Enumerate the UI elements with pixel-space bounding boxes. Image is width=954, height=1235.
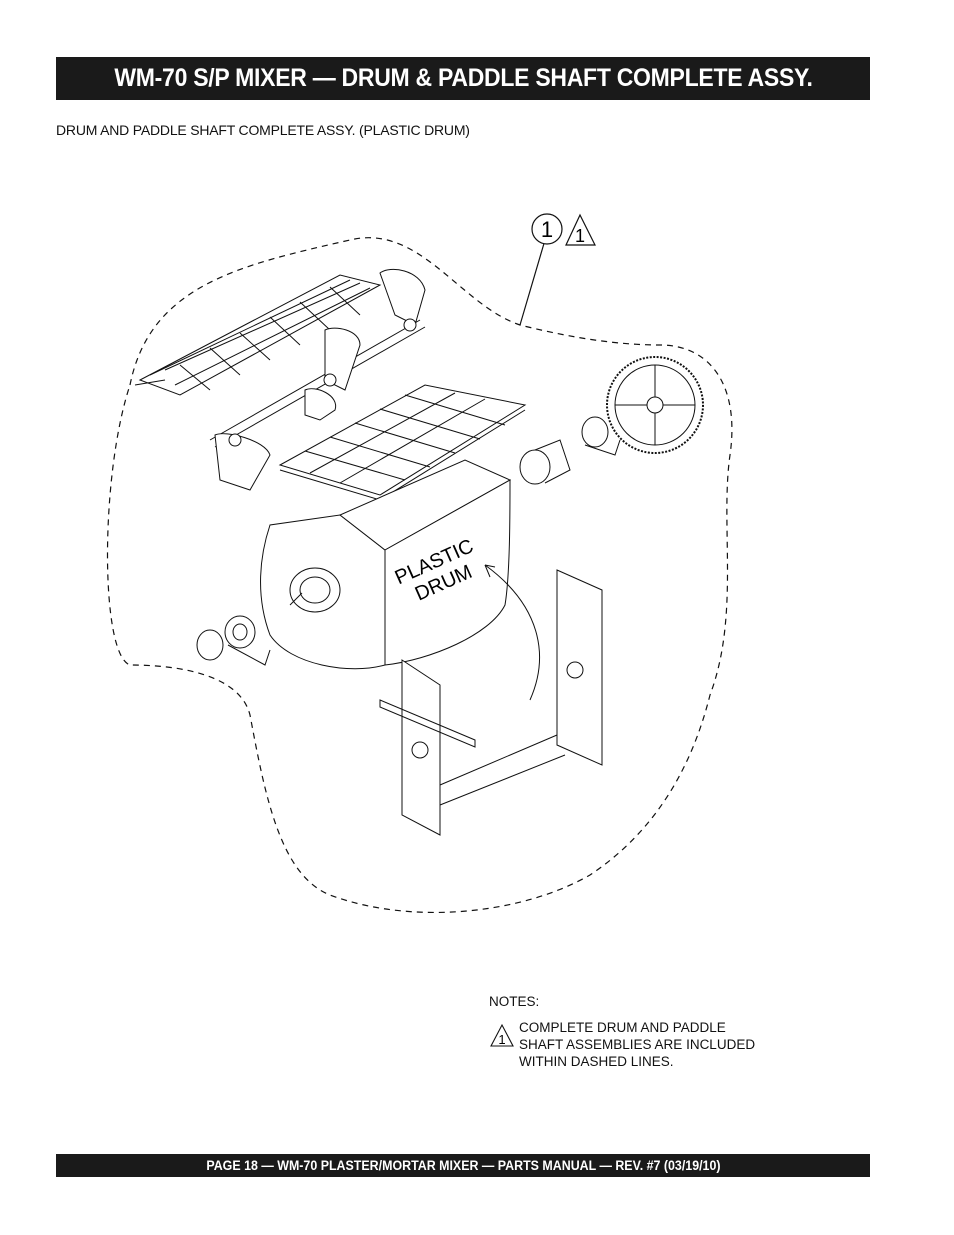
note-line: SHAFT ASSEMBLIES ARE INCLUDED [519,1037,756,1052]
mixer-stand [379,569,603,836]
page-footer-bar: PAGE 18 — WM-70 PLASTER/MORTAR MIXER — P… [56,1154,870,1177]
parts-diagram: 1 1 [106,213,733,914]
section-subtitle: DRUM AND PADDLE SHAFT COMPLETE ASSY. (PL… [56,122,470,138]
page-footer-text: PAGE 18 — WM-70 PLASTER/MORTAR MIXER — P… [205,1158,721,1173]
notes-heading: NOTES: [489,994,540,1009]
left-bearing [196,615,271,666]
note-ref-number: 1 [498,1032,505,1047]
note-line: COMPLETE DRUM AND PADDLE [519,1020,726,1035]
left-grate [134,274,382,396]
note-line: WITHIN DASHED LINES. [519,1054,674,1069]
callout-note-ref: 1 [575,226,585,246]
page-title: WM-70 S/P MIXER — DRUM & PADDLE SHAFT CO… [113,64,813,92]
drum [260,459,512,670]
drive-gear [606,356,704,454]
drum-arrow [484,564,541,701]
warning-triangle-icon: 1 [490,1023,514,1047]
page-header-bar: WM-70 S/P MIXER — DRUM & PADDLE SHAFT CO… [56,57,870,100]
callout-item-1: 1 1 [531,213,596,246]
note-text: COMPLETE DRUM AND PADDLE SHAFT ASSEMBLIE… [519,1019,755,1070]
note-item: 1 COMPLETE DRUM AND PADDLE SHAFT ASSEMBL… [489,1019,755,1070]
right-bearing [519,416,621,485]
callout-number: 1 [541,217,553,242]
assembly-boundary [106,237,733,914]
notes-section: NOTES: 1 COMPLETE DRUM AND PADDLE SHAFT … [489,994,755,1070]
paddle-shaft [209,268,426,491]
callout-leader [519,239,546,326]
